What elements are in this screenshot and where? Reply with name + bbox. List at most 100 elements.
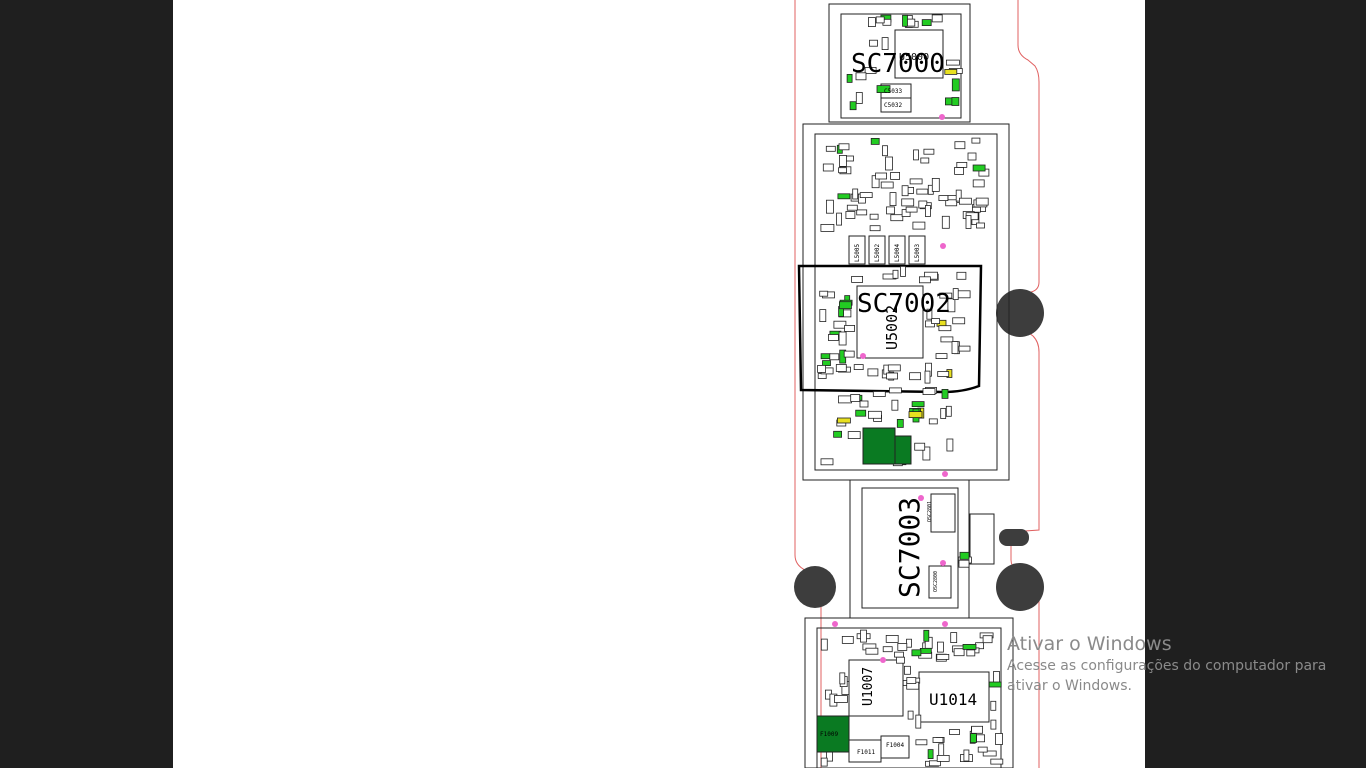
component-pad: [972, 164, 986, 172]
chip-body: [930, 493, 956, 533]
component-pad: [916, 188, 929, 195]
component-pad: [918, 200, 928, 209]
component-pad: [834, 695, 848, 703]
chip-body: [894, 29, 944, 79]
component-pad: [950, 632, 958, 643]
label-c5033: C5033: [884, 88, 902, 95]
shield-label-sc7003: SC7003: [893, 497, 926, 598]
component-pad: [956, 161, 968, 168]
shield-frame: [816, 627, 1002, 768]
test-point: [940, 243, 946, 249]
component-pad: [901, 185, 909, 197]
component-pad: [954, 141, 966, 150]
component-pad: [945, 199, 958, 207]
test-point: [940, 560, 946, 566]
component-pad: [885, 156, 893, 171]
label-l5002: L5002: [874, 244, 881, 262]
component-pad: [838, 331, 847, 346]
component-pad: [885, 635, 899, 643]
component-pad: [859, 400, 869, 408]
component-pad: [944, 69, 958, 75]
component-pad: [908, 411, 923, 419]
component-pad: [977, 746, 988, 753]
test-point: [939, 114, 945, 120]
component-pad: [864, 67, 877, 74]
component-pad: [919, 648, 932, 654]
chip-label-u5002: U5002: [883, 305, 901, 350]
component-pad: [936, 755, 950, 762]
component-pad: [920, 157, 930, 164]
component-pad: [924, 370, 931, 384]
component-pad: [837, 417, 851, 424]
component-pad: [990, 758, 1004, 765]
component-pad: [826, 199, 834, 214]
inductor-body: [908, 235, 926, 265]
chip-body: [928, 565, 952, 599]
component-pad: [838, 167, 847, 174]
component-pad: [922, 446, 931, 461]
component-pad: [932, 737, 944, 743]
component-pad: [952, 317, 966, 325]
board-edge-right: [1010, 0, 1040, 768]
test-point: [832, 621, 838, 627]
component-pad: [951, 78, 960, 92]
component-pad: [833, 430, 842, 438]
component-pad: [956, 271, 967, 280]
component-pad: [988, 681, 1002, 688]
component-pad: [914, 442, 926, 451]
shield-frame: [840, 13, 962, 119]
ground-pad: [862, 427, 896, 465]
component-pad: [890, 171, 900, 180]
component-pad: [955, 189, 962, 202]
chip-body: [856, 285, 924, 359]
test-point: [918, 495, 924, 501]
component-pad: [971, 137, 981, 144]
component-pad: [869, 213, 879, 220]
component-pad: [905, 206, 918, 213]
inductor-body: [848, 235, 866, 265]
component-pad: [822, 360, 831, 367]
component-pad: [951, 97, 960, 106]
component-pad: [976, 734, 985, 743]
component-pad: [959, 197, 972, 205]
component-pad: [844, 324, 855, 332]
component-pad: [938, 195, 949, 202]
component-pad: [890, 214, 904, 222]
component-pad: [912, 221, 926, 230]
component-pad: [838, 143, 850, 151]
test-point: [860, 353, 866, 359]
component-pad: [935, 353, 948, 360]
inductor-body: [868, 235, 886, 265]
component-pad: [926, 308, 933, 320]
component-pad: [946, 59, 960, 66]
component-pad: [949, 729, 960, 735]
shield-frames: [797, 3, 1014, 768]
chip-body: [880, 735, 910, 759]
component-pad: [966, 649, 976, 657]
mounting-hole: [996, 289, 1044, 337]
component-pad: [970, 733, 977, 743]
mounting-hole: [794, 566, 836, 608]
component-pad: [881, 37, 889, 50]
component-pad: [937, 371, 950, 377]
test-point: [942, 621, 948, 627]
component-pad: [886, 372, 898, 380]
component-pad: [958, 345, 971, 352]
component-pad: [845, 211, 856, 219]
component-pad: [839, 672, 846, 685]
component-pad: [907, 710, 914, 720]
test-point: [942, 471, 948, 477]
component-pad: [931, 318, 940, 325]
component-pad: [911, 649, 922, 657]
component-pad: [931, 14, 943, 23]
component-pad: [896, 418, 904, 428]
inductor-body: [888, 235, 906, 265]
component-pad: [891, 399, 899, 411]
label-l5004: L5004: [894, 244, 901, 262]
component-pad: [990, 719, 997, 730]
component-pads: [816, 14, 1004, 767]
component-pad: [925, 205, 931, 217]
component-pad: [833, 320, 847, 329]
component-pad: [906, 677, 917, 684]
component-pad: [928, 418, 938, 425]
